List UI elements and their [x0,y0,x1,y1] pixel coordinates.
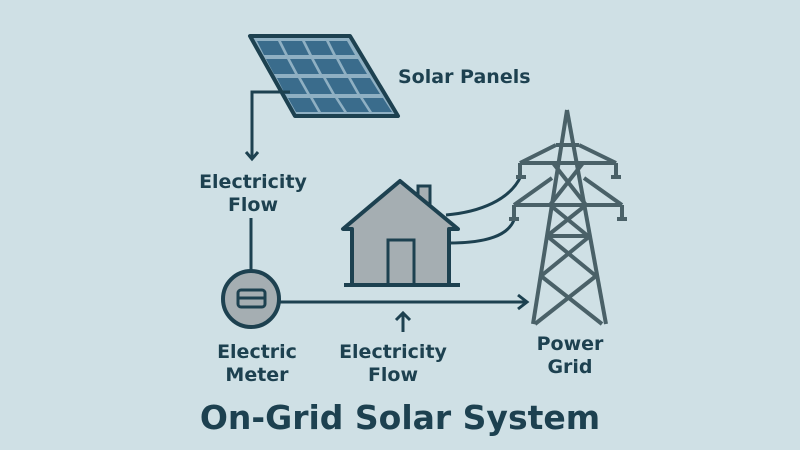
solar-panels-label: Solar Panels [398,66,531,88]
power-grid-label-line2: Grid [547,356,593,378]
bottom-flow-label-line2: Flow [367,364,419,386]
electric-meter-label: Electric Meter [200,341,314,387]
power-grid-label: Power Grid [525,333,615,379]
transmission-tower-icon [509,109,627,326]
electric-meter-icon [221,269,281,329]
power-lines [445,175,523,245]
electric-meter-label-line2: Meter [225,364,289,386]
power-grid-label-line1: Power [536,333,604,355]
top-flow-label: Electricity Flow [196,171,310,217]
up-arrow-icon [394,310,412,332]
solar-panel-icon [248,34,400,118]
meter-to-grid-arrow [279,293,530,311]
electric-meter-label-line1: Electric [217,341,297,363]
panel-to-meter-connector [244,90,290,270]
bottom-flow-label: Electricity Flow [336,341,450,387]
diagram-title: On-Grid Solar System [199,398,601,437]
top-flow-label-line2: Flow [227,194,279,216]
house-icon [341,179,460,287]
bottom-flow-label-line1: Electricity [339,341,447,363]
top-flow-label-line1: Electricity [199,171,307,193]
